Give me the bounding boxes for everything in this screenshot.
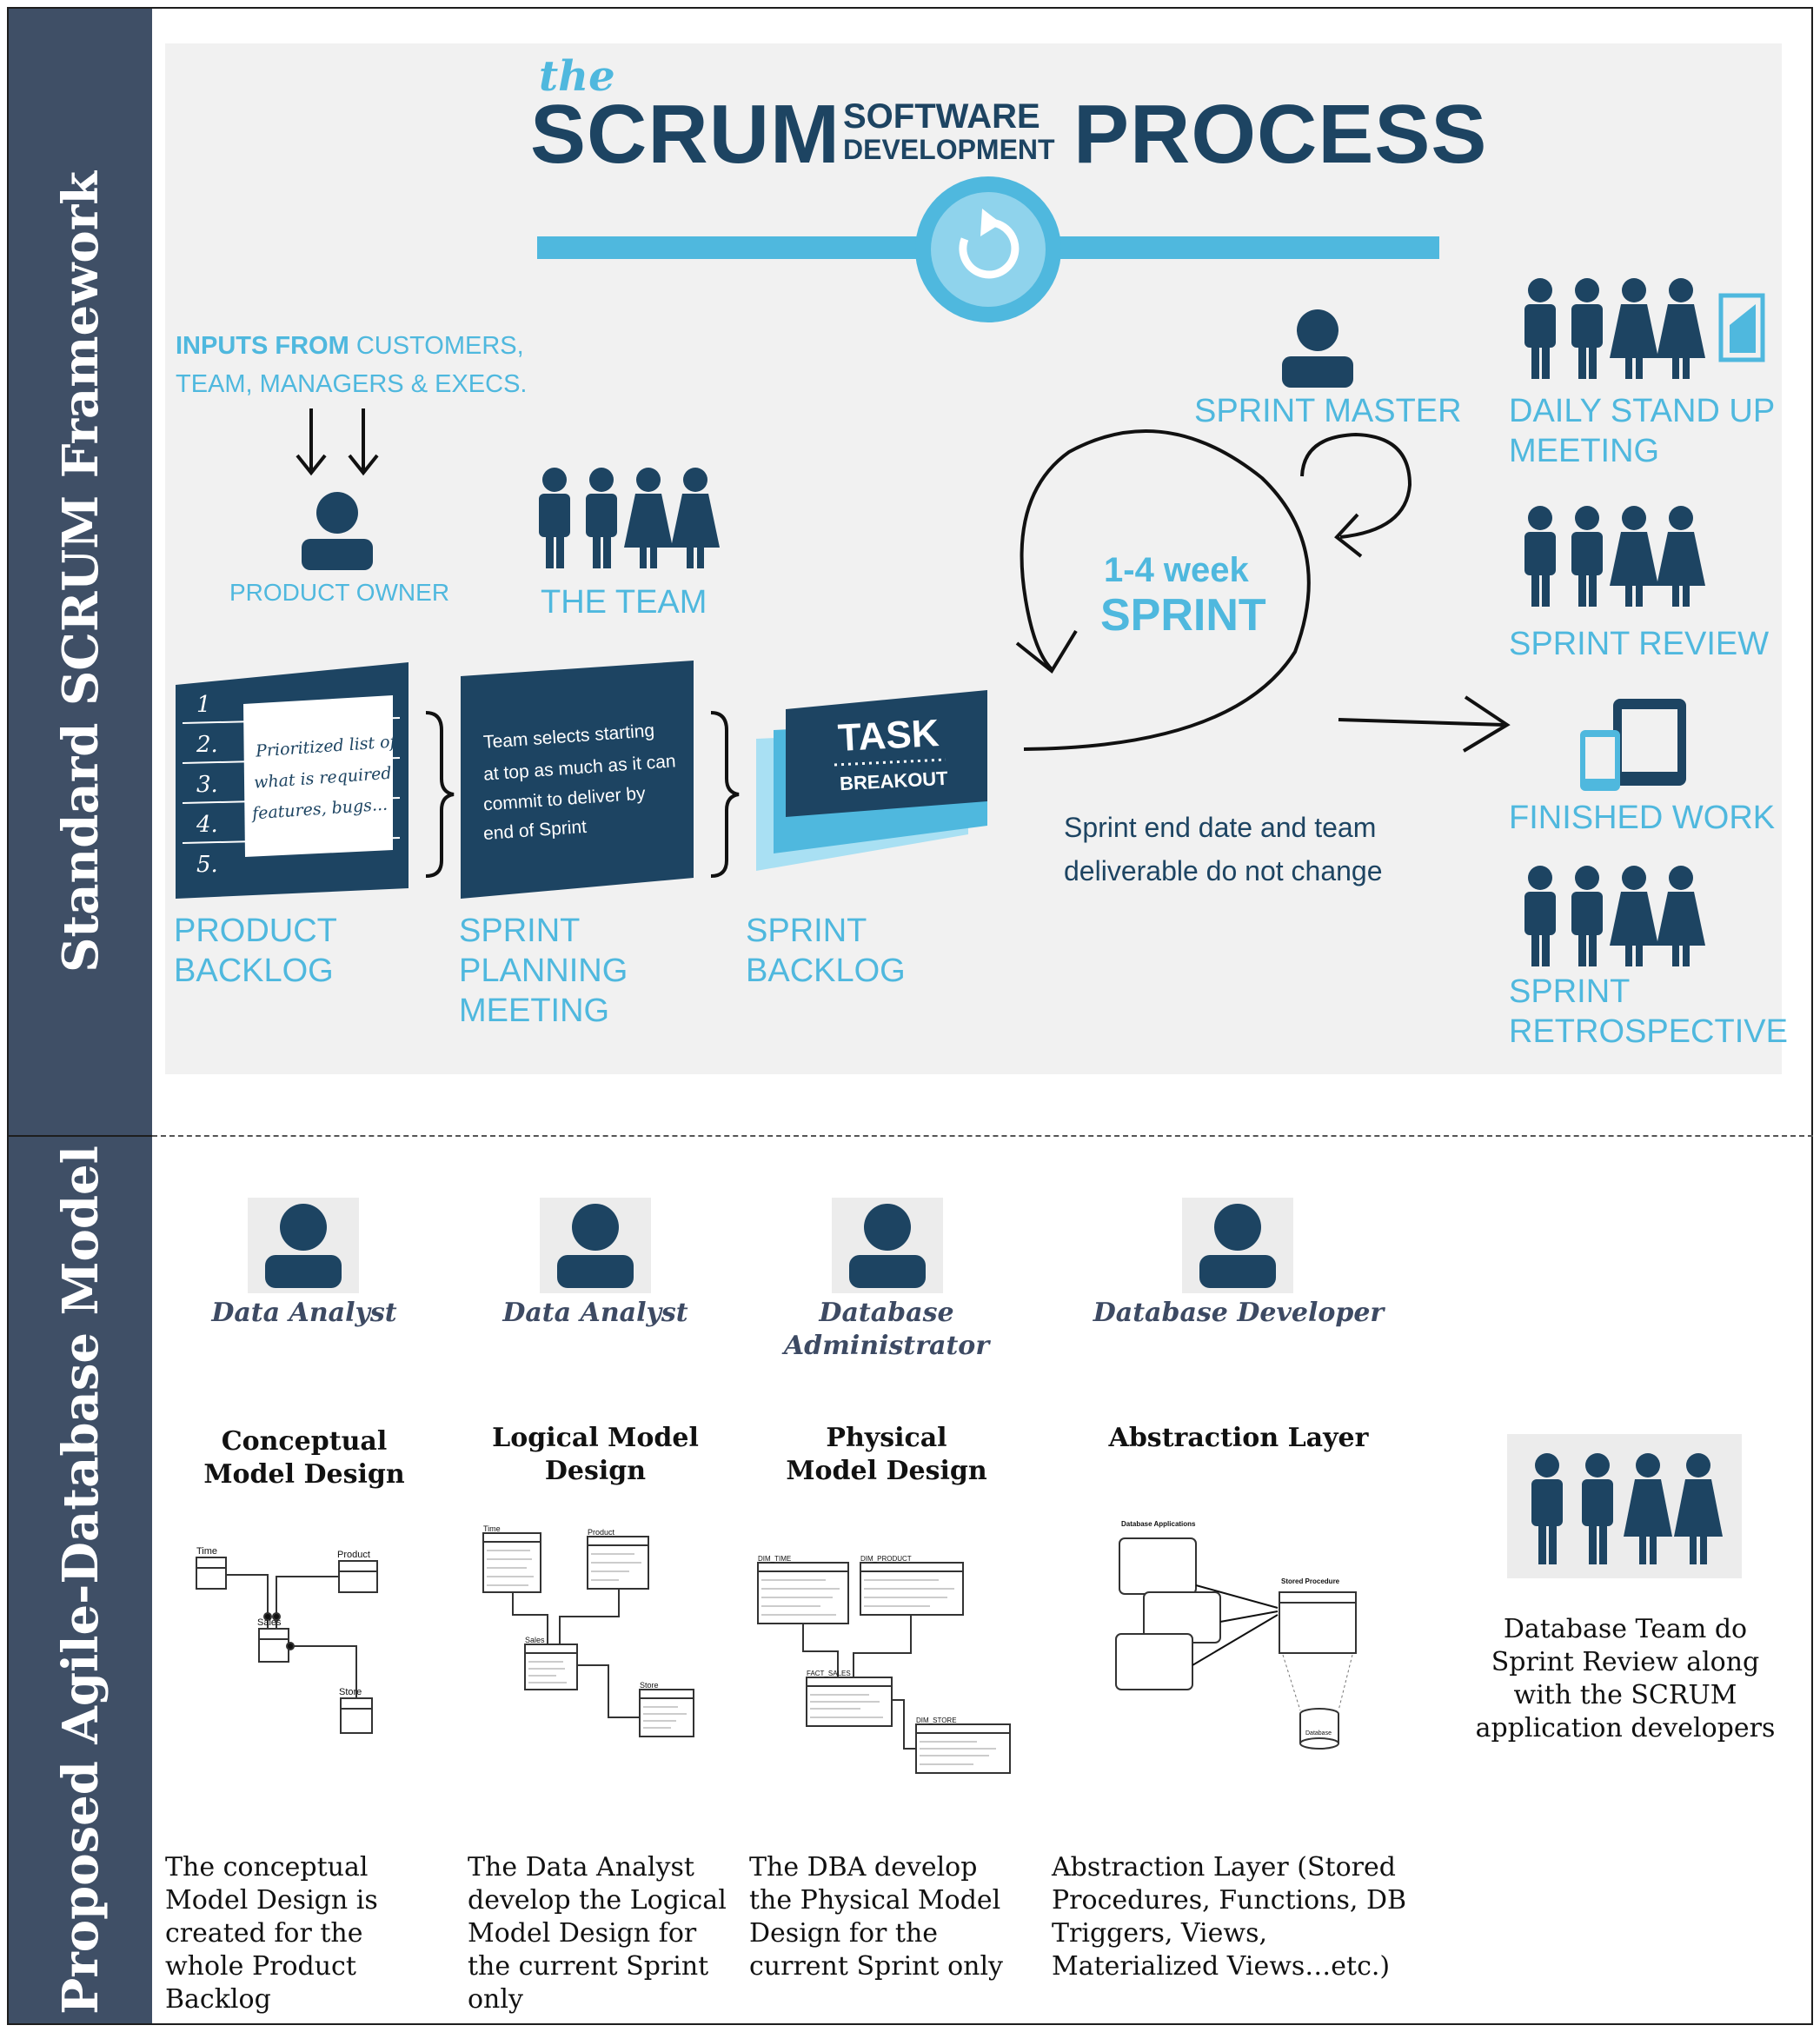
top-section-label: Standard SCRUM Framework (51, 170, 110, 973)
product-owner-icon (302, 492, 373, 570)
stage-2: Logical Model Design (492, 1423, 699, 1486)
backlog-num-5: 5. (196, 852, 218, 878)
role-1: Data Analyst (211, 1298, 397, 1328)
team-people-icon (539, 468, 720, 568)
the-team-label: THE TEAM (541, 584, 707, 621)
backlog-num-3: 3. (196, 772, 218, 798)
poster-graphics (176, 176, 1765, 966)
description-2: The Data Analyst develop the Logical Mod… (468, 1852, 727, 2015)
retro-label-1: SPRINT (1509, 973, 1631, 1010)
task-word: TASK (836, 711, 940, 760)
person-icon (265, 1204, 342, 1288)
sprint-master-label: SPRINT MASTER (1194, 393, 1462, 429)
bottom-section-label: Proposed Agile-Database Model (51, 1145, 110, 2015)
product-owner-label: PRODUCT OWNER (229, 579, 450, 606)
top-section-bar: Standard SCRUM Framework (9, 9, 152, 1135)
product-backlog-label-1: PRODUCT (174, 913, 337, 949)
output-arrow (1338, 718, 1504, 727)
output-arrowhead (1462, 695, 1511, 753)
sprint-loop-arrowhead (1015, 629, 1078, 674)
person-card-3 (832, 1198, 943, 1293)
product-backlog-card (176, 662, 409, 899)
title-scrum: SCRUM (530, 88, 840, 181)
sprint-backlog-label-1: SPRINT (746, 913, 867, 949)
master-loop (1300, 432, 1412, 539)
devices-icon (1580, 699, 1686, 791)
master-loop-arrowhead (1334, 513, 1363, 558)
person-icon (557, 1204, 634, 1288)
figure-frame (7, 7, 1813, 2025)
team-note: Database Team do Sprint Review along wit… (1475, 1614, 1776, 1743)
cycle-icon (959, 218, 1020, 279)
title-development: DEVELOPMENT (843, 134, 1055, 165)
person-icon (849, 1204, 926, 1288)
sprint-planning-label-3: MEETING (459, 993, 610, 1029)
brace-right (710, 711, 740, 878)
daily-standup-icon (1524, 278, 1705, 379)
sprint-planning-label-2: PLANNING (459, 953, 628, 989)
bottom-section-bar: Proposed Agile-Database Model (9, 1137, 152, 2023)
cycle-arrowhead (980, 209, 1001, 236)
role-2: Data Analyst (502, 1298, 688, 1328)
sprint-master-icon (1282, 309, 1353, 388)
team-people-icon (1531, 1453, 1723, 1564)
sprint-backlog-label-2: BACKLOG (746, 953, 906, 989)
title-prefix: the (539, 52, 615, 101)
daily-standup-label-2: MEETING (1509, 433, 1660, 469)
inputs-bold: INPUTS FROM (176, 332, 349, 360)
retro-label-2: RETROSPECTIVE (1509, 1013, 1788, 1050)
sprint-review-label: SPRINT REVIEW (1509, 626, 1770, 662)
person-card-4 (1182, 1198, 1293, 1293)
backlog-num-1: 1 (196, 692, 211, 718)
title-process: PROCESS (1073, 88, 1488, 181)
sprint-note-1: Sprint end date and team (1064, 812, 1377, 843)
finished-work-label: FINISHED WORK (1509, 800, 1776, 836)
title-software: SOFTWARE (843, 97, 1040, 136)
inputs-line2: TEAM, MANAGERS & EXECS. (176, 370, 528, 398)
description-4: Abstraction Layer (Stored Procedures, Fu… (1052, 1852, 1407, 1982)
sprint-planning-card (461, 661, 694, 899)
inputs-line1: INPUTS FROM CUSTOMERS, (176, 332, 524, 361)
stage-4: Abstraction Layer (1108, 1423, 1369, 1453)
sprint-note-2: deliverable do not change (1064, 855, 1383, 887)
task-breakout-stack (756, 690, 987, 871)
sprint-loop (1020, 429, 1311, 751)
scrum-infographic: the SCRUM SOFTWARE DEVELOPMENT PROCESS (165, 43, 1788, 1074)
role-4: Database Developer (1093, 1298, 1385, 1328)
retrospective-icon (1524, 866, 1705, 966)
sprint-planning-label-1: SPRINT (459, 913, 581, 949)
cycle-badge-inner (931, 192, 1046, 307)
description-1: The conceptual Model Design is created f… (165, 1852, 378, 2015)
backlog-num-4: 4. (196, 812, 218, 838)
stage-3: Physical Model Design (786, 1423, 987, 1486)
person-card-2 (540, 1198, 651, 1293)
sprint-duration: 1-4 week (1104, 551, 1249, 589)
inputs-rest: CUSTOMERS, (355, 332, 524, 360)
backlog-num-2: 2. (196, 732, 218, 758)
person-icon (1199, 1204, 1276, 1288)
description-3: The DBA develop the Physical Model Desig… (749, 1852, 1004, 1982)
sprint-word: SPRINT (1100, 590, 1266, 641)
section-divider (152, 1135, 1813, 1137)
daily-standup-label-1: DAILY STAND UP (1509, 393, 1776, 429)
product-backlog-label-2: BACKLOG (174, 953, 334, 989)
person-card-1 (248, 1198, 359, 1293)
team-card (1507, 1434, 1742, 1578)
input-arrows (296, 408, 379, 476)
role-3: Database Administrator (783, 1298, 990, 1361)
brace-left (425, 711, 455, 878)
board-icon (1718, 293, 1765, 362)
sprint-review-icon (1524, 506, 1705, 607)
section-divider-left (9, 1135, 152, 1137)
stage-1: Conceptual Model Design (203, 1426, 405, 1490)
